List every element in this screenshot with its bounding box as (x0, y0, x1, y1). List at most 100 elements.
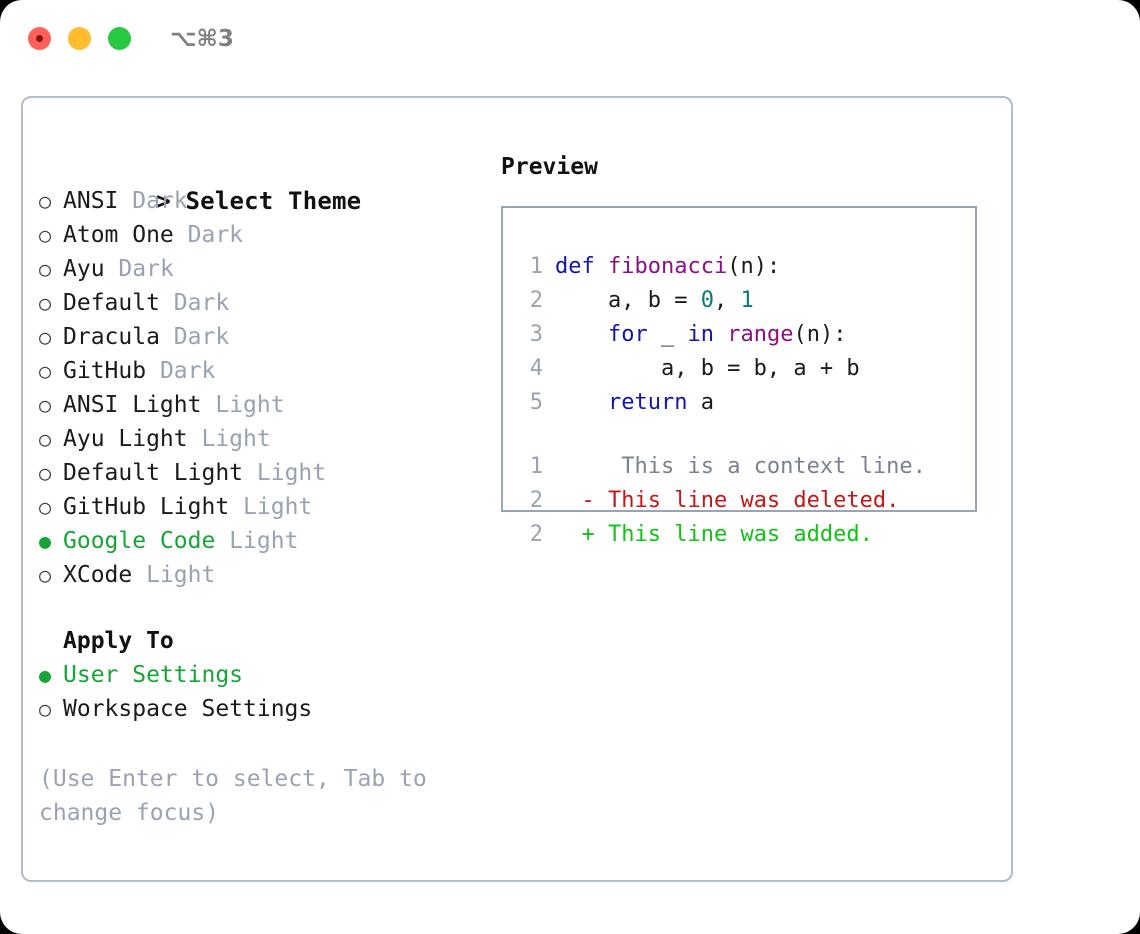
theme-kind-label: Dark (159, 358, 216, 384)
code-token-plain: a, b = b, a + b (555, 356, 860, 381)
prompt-caret-icon: > (156, 187, 171, 215)
line-number: 3 (529, 322, 543, 347)
select-theme-label: Select Theme (185, 187, 362, 215)
spacer (132, 562, 146, 588)
theme-kind-label: Light (243, 494, 313, 520)
theme-list-item[interactable]: ○ Ayu Light Light (39, 422, 479, 456)
theme-list-item[interactable]: ○ GitHub Light Light (39, 490, 479, 524)
code-token-plain (714, 322, 727, 347)
diff-text: This line was added. (594, 522, 873, 547)
diff-marker: - (555, 488, 595, 513)
radio-selected-icon: ● (39, 663, 52, 687)
radio-unselected-icon: ○ (39, 359, 52, 383)
spacer (215, 528, 229, 554)
theme-name-label: ANSI (63, 188, 119, 214)
code-token-kw: def (555, 254, 608, 279)
theme-list-item[interactable]: ○GitHub Dark (39, 354, 479, 388)
close-window-button[interactable] (28, 27, 51, 50)
code-token-fn: range (727, 322, 794, 347)
theme-list-item[interactable]: ○ ANSI Dark (39, 184, 479, 218)
spacer (243, 460, 257, 486)
theme-list-item[interactable]: ○ ANSI Light Light (39, 388, 479, 422)
theme-list-item[interactable]: ●Google Code Light (39, 524, 479, 558)
theme-kind-label: Light (215, 392, 285, 418)
theme-list-item[interactable]: ○Atom One Dark (39, 218, 479, 252)
radio-unselected-icon: ○ (39, 427, 52, 451)
theme-list-item[interactable]: ○Dracula Dark (39, 320, 479, 354)
help-hint-text: (Use Enter to select, Tab to change focu… (39, 766, 441, 826)
theme-list-item[interactable]: ○Ayu Dark (39, 252, 479, 286)
spacer (188, 426, 202, 452)
spacer (229, 494, 243, 520)
code-line: 4 a, b = b, a + b (517, 352, 975, 386)
theme-list-item[interactable]: ○ XCode Light (39, 558, 479, 592)
code-token-plain: a (687, 390, 714, 415)
theme-name-label: Ayu Light (63, 426, 188, 452)
maximize-window-button[interactable] (108, 27, 131, 50)
line-number: 4 (529, 356, 543, 381)
code-token-kw: return (555, 390, 688, 415)
theme-name-label: ANSI Light (63, 392, 202, 418)
keyboard-shortcut-label: ⌥⌘3 (170, 26, 234, 52)
radio-unselected-icon: ○ (39, 393, 52, 417)
theme-kind-label: Dark (187, 222, 244, 248)
theme-list: ○ANSI Dark○Atom One Dark○Ayu Dark○Defaul… (39, 184, 479, 592)
apply-to-option-label: Workspace Settings (63, 696, 313, 722)
apply-to-options: ● User Settings ○ Workspace Settings (39, 658, 479, 726)
theme-list-item[interactable]: ○ Default Dark (39, 286, 479, 320)
radio-unselected-icon: ○ (39, 325, 52, 349)
diff-text: This is a context line. (594, 454, 926, 479)
theme-kind-label: Dark (118, 256, 174, 282)
code-token-kw: in (687, 322, 714, 347)
code-line: 1 def fibonacci(n): (517, 250, 975, 284)
code-line: 5 return a (517, 386, 975, 420)
code-token-plain: _ (647, 322, 688, 347)
preview-heading: Preview (501, 154, 598, 180)
diff-text: This line was deleted. (594, 488, 900, 513)
radio-unselected-icon: ○ (39, 189, 52, 213)
line-number: 5 (529, 390, 543, 415)
apply-to-option-label: User Settings (63, 662, 244, 688)
select-theme-heading: > Select Theme (39, 150, 479, 215)
theme-kind-label: Light (146, 562, 216, 588)
line-number: 1 (529, 254, 543, 279)
radio-selected-icon: ● (39, 529, 52, 553)
settings-panel: > Select Theme ○ANSI Dark○Atom One Dark○… (21, 96, 1013, 882)
line-number: 2 (529, 288, 543, 313)
theme-kind-label: Dark (132, 188, 188, 214)
theme-name-label: Atom One (63, 222, 174, 248)
theme-name-label: GitHub Light (63, 494, 230, 520)
apply-to-option[interactable]: ● User Settings (39, 658, 479, 692)
apply-to-option[interactable]: ○ Workspace Settings (39, 692, 479, 726)
diff-marker: + (555, 522, 595, 547)
diff-line: 1 This is a context line. (517, 450, 975, 484)
code-token-num: 1 (740, 288, 754, 313)
spacer (174, 222, 188, 248)
minimize-window-button[interactable] (68, 27, 91, 50)
diff-line: 2 - This line was deleted. (517, 484, 975, 518)
code-token-fn: fibonacci (607, 254, 728, 279)
code-token-plain: (n): (727, 254, 781, 279)
theme-name-label: Google Code (63, 528, 216, 554)
radio-unselected-icon: ○ (39, 563, 52, 587)
theme-name-label: Ayu (63, 256, 105, 282)
diff-sample: 1 This is a context line.2 - This line w… (517, 450, 975, 552)
spacer (201, 392, 215, 418)
radio-unselected-icon: ○ (39, 291, 52, 315)
radio-unselected-icon: ○ (39, 495, 52, 519)
theme-kind-label: Light (201, 426, 271, 452)
theme-list-item[interactable]: ○Default Light Light (39, 456, 479, 490)
apply-to-section: Apply To ●User Settings○Workspace Settin… (39, 624, 479, 726)
theme-selector-column: > Select Theme ○ANSI Dark○Atom One Dark○… (39, 150, 479, 830)
radio-unselected-icon: ○ (39, 697, 52, 721)
theme-kind-label: Light (256, 460, 327, 486)
line-number: 2 (529, 488, 543, 513)
spacer (160, 290, 174, 316)
theme-name-label: Default (63, 290, 160, 316)
theme-kind-label: Dark (173, 290, 230, 316)
title-bar: ⌥⌘3 (0, 0, 1140, 78)
theme-name-label: XCode (63, 562, 133, 588)
spacer (160, 324, 174, 350)
